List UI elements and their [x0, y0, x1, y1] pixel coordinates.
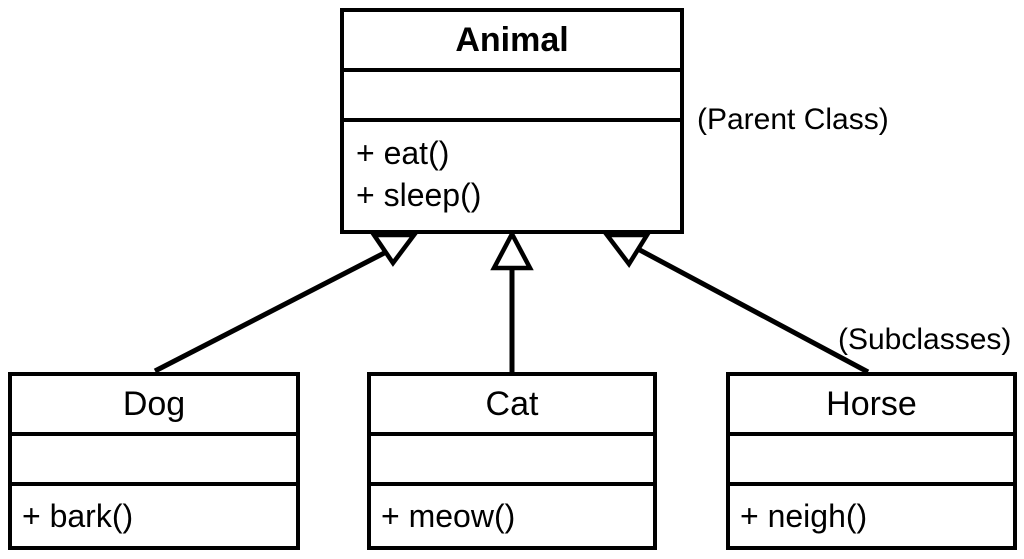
- inheritance-arrowhead-dog: [369, 232, 419, 267]
- class-attributes-section-animal: [344, 72, 680, 122]
- class-title-horse: Horse: [730, 376, 1013, 436]
- class-methods-section-animal: + eat() + sleep(): [344, 122, 680, 230]
- class-methods-section-cat: + meow(): [371, 486, 653, 546]
- inheritance-arrowhead-horse: [602, 232, 652, 268]
- class-attributes-section-horse: [730, 436, 1013, 486]
- class-box-animal: Animal + eat() + sleep(): [340, 8, 684, 234]
- method-text: + neigh(): [740, 497, 868, 534]
- class-title-cat: Cat: [371, 376, 653, 436]
- class-box-cat: Cat + meow(): [367, 372, 657, 550]
- method-text: + bark(): [22, 497, 134, 534]
- annotation-parent-class: (Parent Class): [697, 103, 889, 136]
- inheritance-line-horse: [634, 245, 870, 375]
- class-attributes-section-dog: [12, 436, 296, 486]
- class-methods-section-horse: + neigh(): [730, 486, 1013, 546]
- class-attributes-section-cat: [371, 436, 653, 486]
- class-title-dog: Dog: [12, 376, 296, 436]
- inheritance-arrowhead-cat: [490, 229, 534, 271]
- annotation-subclasses: (Subclasses): [838, 323, 1012, 356]
- method-text: + eat(): [356, 135, 450, 171]
- class-box-horse: Horse + neigh(): [726, 372, 1017, 550]
- inheritance-line-dog: [153, 246, 394, 374]
- method-text: + meow(): [381, 497, 516, 534]
- class-box-dog: Dog + bark(): [8, 372, 300, 550]
- class-methods-section-dog: + bark(): [12, 486, 296, 546]
- method-text: + sleep(): [356, 177, 482, 213]
- class-title-animal: Animal: [344, 12, 680, 72]
